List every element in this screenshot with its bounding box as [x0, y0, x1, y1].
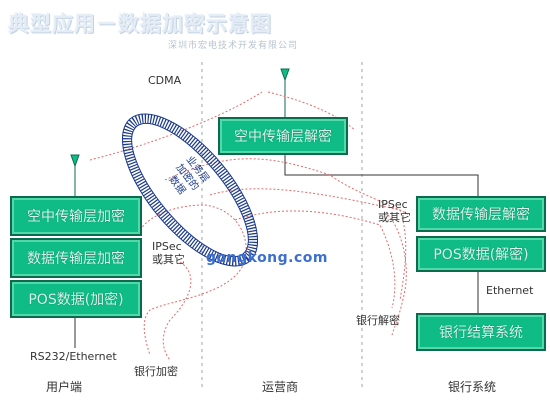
user-side-caption: 用户端 — [46, 380, 83, 394]
encrypted-ring — [121, 113, 259, 267]
ipsec-right-label: IPSec 或其它 — [378, 198, 411, 224]
user-data-encrypt-box: 数据传输层加密 — [10, 238, 142, 278]
antenna-icon-operator — [280, 68, 290, 117]
ethernet-label: Ethernet — [486, 284, 534, 297]
bank-decrypt-label: 银行解密 — [356, 314, 400, 327]
rs232-label: RS232/Ethernet — [30, 350, 117, 363]
bank-settlement-box: 银行结算系统 — [416, 313, 546, 351]
diagram-title: 典型应用－数据加密示意图 — [8, 12, 272, 36]
bank-data-decrypt-box: 数据传输层解密 — [416, 196, 546, 232]
signal-paths — [89, 91, 411, 361]
operator-caption: 运营商 — [262, 380, 299, 394]
cdma-label: CDMA — [148, 74, 182, 87]
company-subtitle: 深圳市宏电技术开发有限公司 — [168, 41, 299, 51]
link-operator-bank — [284, 155, 479, 197]
ipsec-left-label: IPSec 或其它 — [152, 240, 185, 266]
watermark-text: gongkong.com — [206, 250, 328, 266]
bank-encrypt-label: 银行加密 — [134, 365, 178, 378]
bank-pos-decrypt-box: POS数据(解密) — [416, 236, 546, 272]
bank-side-caption: 银行系统 — [448, 380, 497, 394]
user-air-encrypt-box: 空中传输层加密 — [10, 196, 142, 236]
user-pos-encrypt-box: POS数据(加密) — [10, 280, 142, 318]
antenna-icon-user — [70, 154, 80, 197]
operator-air-decrypt-box: 空中传输层解密 — [218, 117, 348, 155]
